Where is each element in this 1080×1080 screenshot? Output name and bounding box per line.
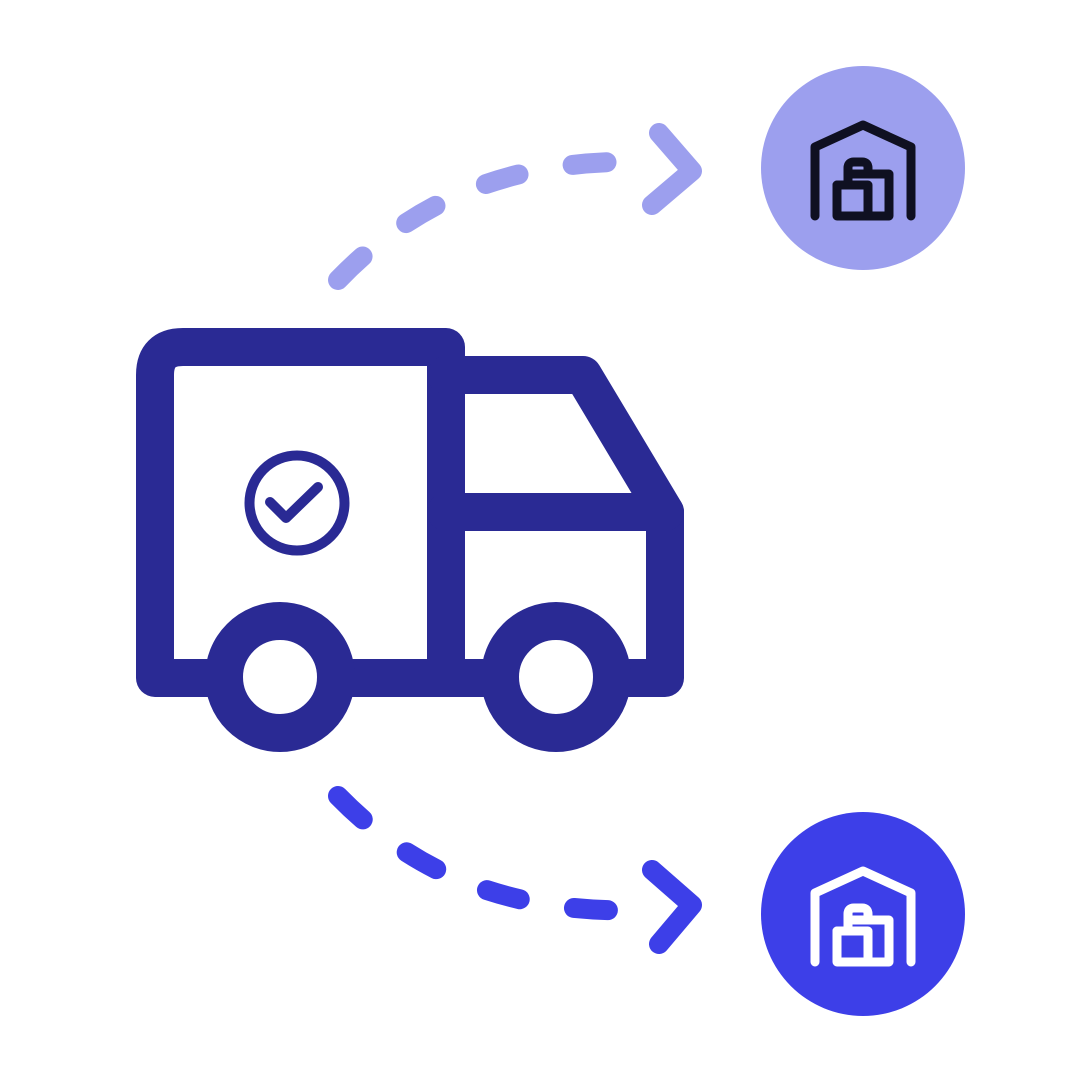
check-circle-ring: [244, 450, 350, 556]
check-circle-icon: [244, 450, 350, 556]
warehouse-icon: [810, 866, 916, 967]
dashed-arrow-top: [328, 123, 702, 290]
truck-front-wheel: [481, 602, 631, 752]
warehouse-bottom-circle: [761, 812, 965, 1016]
truck-cargo-box: [136, 328, 465, 697]
delivery-truck-icon: [136, 328, 684, 752]
check-mark: [265, 482, 323, 523]
warehouse-icon: [810, 120, 916, 221]
dashed-arrow-bottom-line: [328, 786, 660, 921]
truck-rear-wheel: [205, 602, 355, 752]
dashed-arrow-bottom-head: [642, 860, 702, 954]
warehouse-top-circle: [761, 66, 965, 270]
warehouse-top: [761, 66, 965, 270]
dashed-arrow-top-head: [642, 123, 702, 215]
dashed-arrow-top-line: [328, 151, 660, 290]
warehouse-bottom: [761, 812, 965, 1016]
dashed-arrow-bottom: [328, 786, 702, 954]
